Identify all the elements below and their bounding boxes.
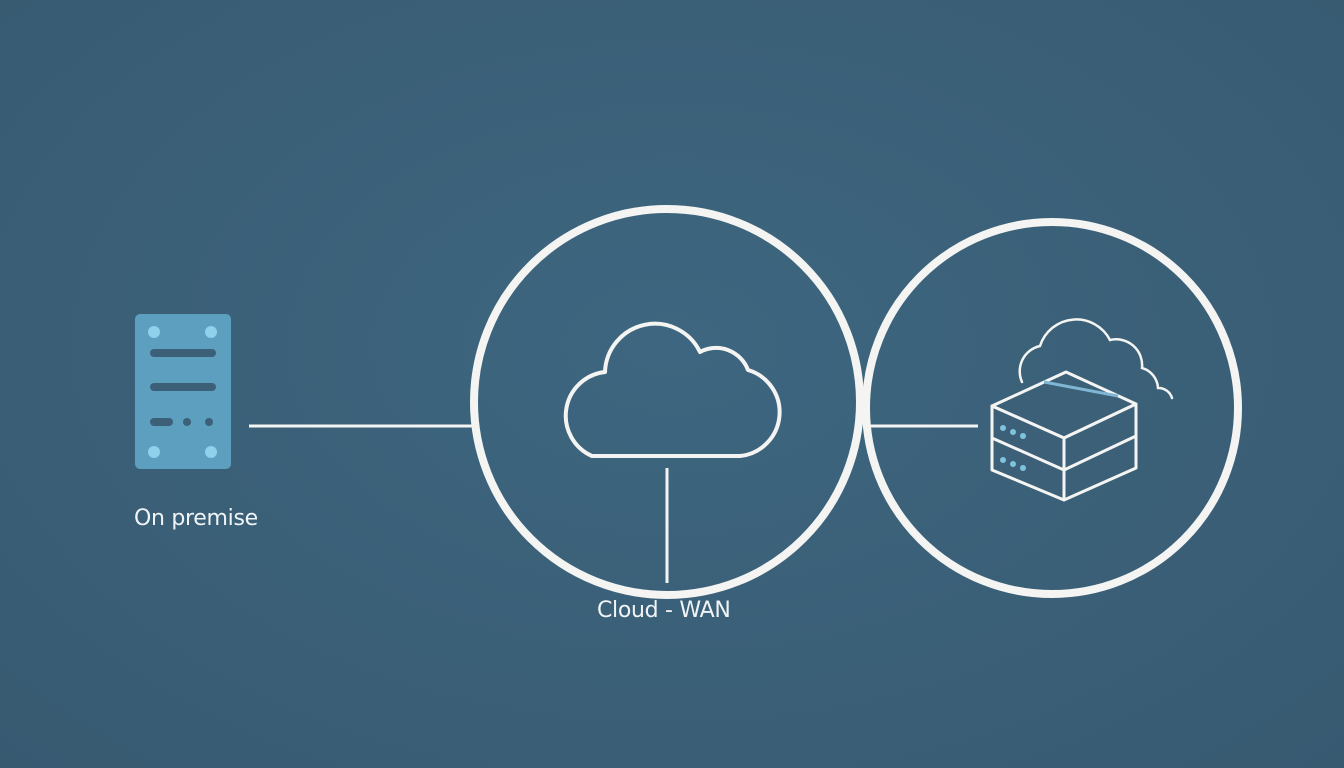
server-box-leds bbox=[1000, 425, 1026, 471]
small-cloud-icon bbox=[1018, 318, 1174, 400]
on-premise-label: On premise bbox=[134, 506, 258, 531]
server-box-icon bbox=[990, 370, 1138, 502]
cloud-wan-label: Cloud - WAN bbox=[597, 598, 731, 623]
cloud-icon bbox=[563, 321, 782, 458]
server-rack-icon bbox=[135, 314, 231, 469]
datacenter-circle bbox=[862, 218, 1242, 598]
cloud-wan-circle bbox=[470, 205, 864, 599]
